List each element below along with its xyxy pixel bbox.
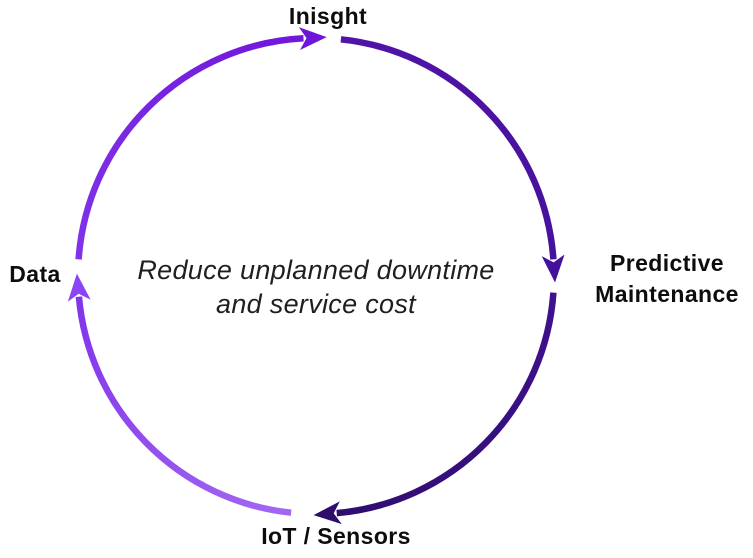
center-caption: Reduce unplanned downtime and service co… xyxy=(96,253,536,321)
node-label-data: Data xyxy=(9,261,61,287)
center-caption-line1: Reduce unplanned downtime xyxy=(137,255,495,285)
node-label-insight: Inisght xyxy=(288,3,368,29)
node-label-iot-sensors: IoT / Sensors xyxy=(261,523,411,549)
node-label-predictive-maintenance-line2: Maintenance xyxy=(595,281,739,307)
arc-predictive-maintenance-to-iot-sensors xyxy=(313,292,557,525)
node-label-predictive-maintenance: Predictive Maintenance xyxy=(581,248,753,310)
arc-data-to-insight xyxy=(75,27,327,260)
center-caption-line2: and service cost xyxy=(216,289,416,319)
node-label-predictive-maintenance-line1: Predictive xyxy=(610,250,724,276)
arc-iot-sensors-to-data xyxy=(67,273,292,516)
arc-insight-to-predictive-maintenance xyxy=(340,36,565,283)
